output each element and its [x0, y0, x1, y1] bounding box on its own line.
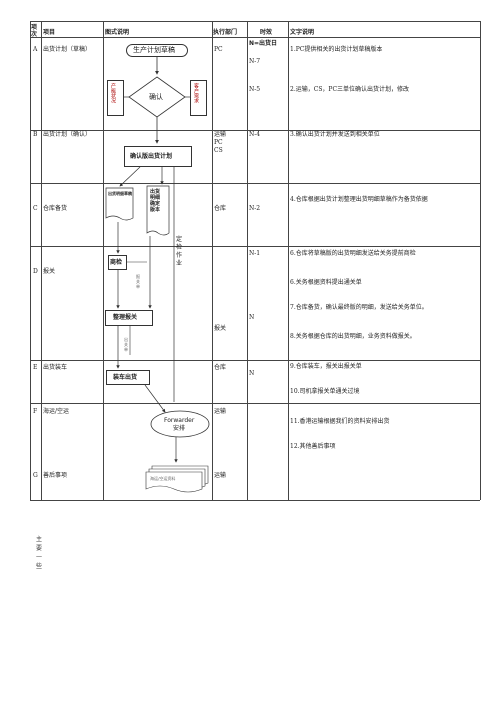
- row-f-no: F: [33, 408, 38, 415]
- declare-label: 整理报关: [113, 314, 138, 321]
- col-line-4: [247, 21, 248, 500]
- table-top-line: [30, 21, 480, 22]
- row-g-item: 善后事项: [43, 472, 68, 479]
- header-dept: 执行部门: [213, 29, 238, 36]
- row-e-dept: 仓库: [214, 364, 227, 371]
- footer-note: 主要一些: [36, 536, 43, 570]
- row-f-dept: 运输: [214, 408, 227, 415]
- load-label: 装车出货: [113, 374, 138, 381]
- row-e-bottom-line: [30, 403, 480, 404]
- row-a-time-3: N-5: [249, 86, 261, 93]
- row-f-desc-1: 11.香港运输根据我们的资料安排出货: [290, 418, 390, 425]
- row-b-item: 出货计划（确认）: [43, 131, 92, 138]
- row-e-time: N: [249, 370, 255, 377]
- row-a-time-1: N=出货日: [249, 40, 278, 47]
- row-c-bottom-line: [30, 246, 480, 247]
- row-g-no: G: [33, 472, 38, 479]
- detail-final-label: 出货明细确定版本: [150, 189, 161, 213]
- row-d-desc-1: 6.仓库将草稿版的出货明细发送给关务提前商检: [290, 250, 416, 257]
- load-box: [106, 370, 150, 385]
- col-line-2: [103, 21, 104, 500]
- row-e-item: 出货装车: [43, 364, 68, 371]
- row-c-no: C: [33, 205, 38, 212]
- row-a-time-2: N-7: [249, 58, 261, 65]
- confirmed-plan-box: [124, 146, 192, 167]
- row-b-bottom-line: [30, 183, 480, 184]
- header-no: 项次: [31, 24, 38, 38]
- row-b-time: N-4: [249, 131, 261, 138]
- prod-left-label: 产能状况: [110, 83, 116, 103]
- row-d-desc-2: 6.关务根据资料提出通关单: [290, 279, 362, 286]
- row-d-desc-3: 7.仓库备货，确认最终版的明细，发送给关务单位。: [290, 304, 428, 311]
- row-d-time-1: N-1: [249, 250, 261, 257]
- row-c-dept: 仓库: [214, 205, 227, 212]
- row-d-dept: 报关: [214, 325, 227, 332]
- row-b-dept-1: 运输: [214, 131, 227, 138]
- row-f-desc-2: 12.其他善后事项: [290, 443, 336, 450]
- row-c-item: 仓库备货: [43, 205, 68, 212]
- inspection-label: 商检: [110, 259, 123, 266]
- row-g-dept: 运输: [214, 472, 227, 479]
- row-a-item: 出货计划（草稿）: [43, 46, 92, 53]
- row-d-no: D: [33, 268, 38, 275]
- row-a-bottom-line: [30, 130, 480, 131]
- row-d-time-2: N: [249, 314, 255, 321]
- row-b-desc-1: 3.确认出货计划并发送到相关单位: [290, 131, 380, 138]
- table-bottom-line: [30, 500, 480, 501]
- row-b-dept-3: CS: [214, 147, 223, 154]
- header-bottom-line: [30, 37, 480, 38]
- col-line-1: [41, 21, 42, 500]
- forwarder-label: Forwarder: [164, 417, 195, 424]
- col-line-3: [212, 21, 213, 500]
- header-desc: 文字说明: [290, 29, 315, 36]
- draft-box: [126, 44, 188, 57]
- draft-label: 生产计划草稿: [133, 46, 175, 54]
- docs-stack-front: [145, 471, 203, 493]
- row-c-desc-1: 4.仓库根据出货计划整理出货明细草稿作为备货依据: [290, 196, 428, 203]
- row-d-item: 报关: [43, 268, 56, 275]
- col-line-0: [30, 21, 31, 500]
- detail-final-doc: [146, 185, 170, 236]
- inspection-box: [108, 255, 127, 270]
- detail-draft-doc: [105, 187, 134, 221]
- arrange-label: 安排: [173, 425, 186, 432]
- cust-right-label: 客户需求: [193, 83, 199, 103]
- cust-right-box: [190, 80, 207, 116]
- col-line-5: [288, 21, 289, 500]
- row-b-dept-2: PC: [214, 139, 223, 146]
- row-f-item: 海运/空运: [43, 408, 70, 415]
- side-note-2: 出关单: [124, 337, 128, 352]
- row-a-no: A: [33, 46, 38, 53]
- header-item: 项目: [43, 29, 56, 36]
- row-e-no: E: [33, 364, 38, 371]
- forwarder-ellipse: [150, 410, 210, 438]
- docs-label: 海运/空运资料: [150, 476, 176, 481]
- header-chart: 图式说明: [105, 29, 130, 36]
- side-note-1: 报关单: [136, 274, 140, 289]
- row-d-desc-4: 8.关务根据仓库的出货明细，业务资料做报关。: [290, 333, 416, 340]
- row-a-desc-2: 2.运输，CS，PC三单位确认出货计划，修改: [290, 86, 410, 93]
- row-e-desc-1: 9.仓库装车，报关出报关单: [290, 363, 362, 370]
- prod-left-box: [107, 80, 124, 116]
- declare-box: [105, 310, 153, 326]
- row-e-desc-2: 10.司机拿报关单通关过境: [290, 388, 360, 395]
- header-time: 时效: [260, 29, 273, 36]
- row-d-bottom-line: [30, 360, 480, 361]
- row-c-time: N-2: [249, 205, 261, 212]
- row-b-no: B: [33, 131, 38, 138]
- col-line-6: [480, 21, 481, 500]
- row-a-desc-1: 1.PC提供相关的出货计划草稿版本: [290, 46, 383, 53]
- fixed-task-label: 定检作业: [176, 236, 183, 267]
- row-a-dept: PC: [214, 46, 223, 53]
- detail-draft-label: 出货明细草稿: [108, 191, 132, 196]
- confirm-label: 确认: [149, 93, 163, 101]
- confirmed-plan-label: 确认版出货计划: [130, 153, 173, 160]
